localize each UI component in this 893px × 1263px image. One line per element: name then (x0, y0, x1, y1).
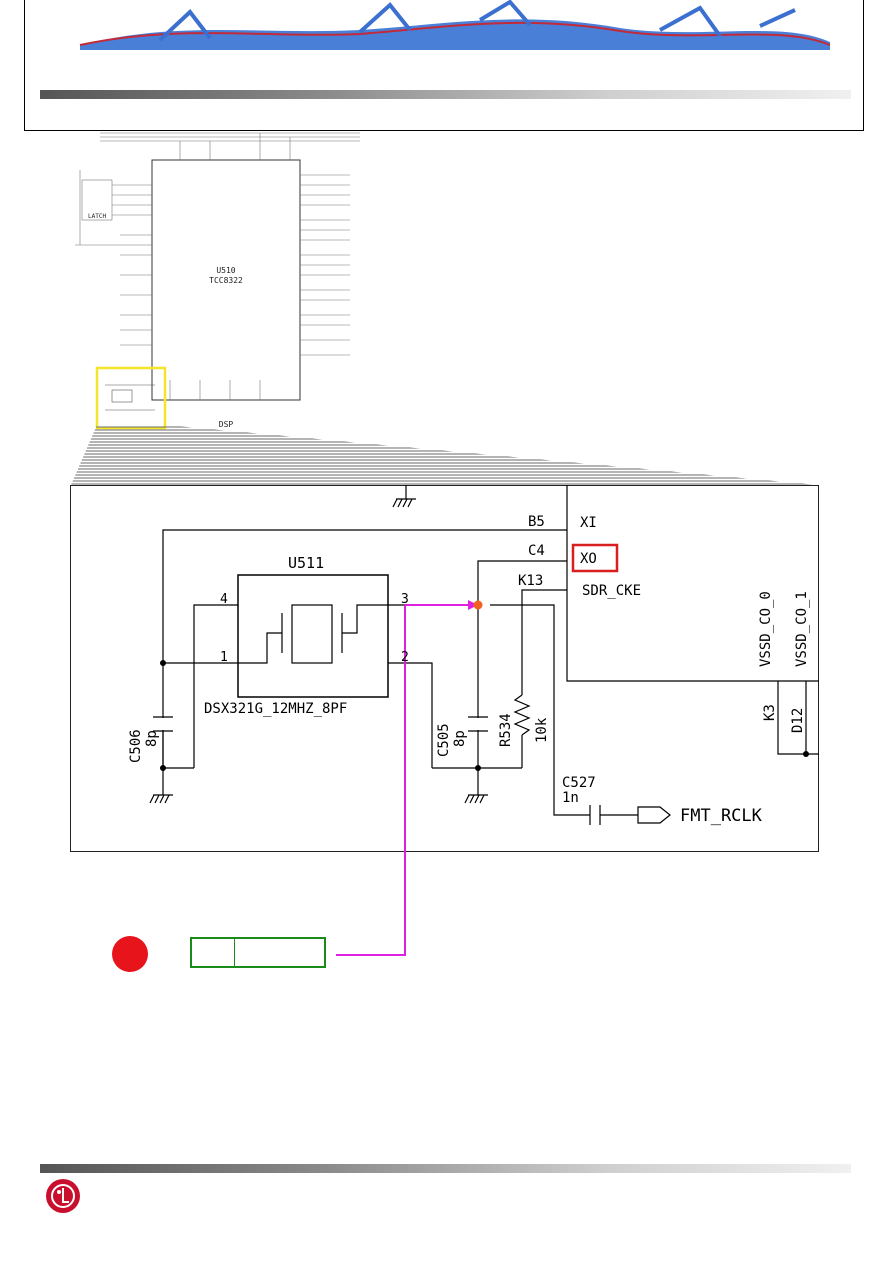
detail-schematic: U511 DSX321G_12MHZ_8PF 4 1 3 2 B5 XI C4 … (70, 485, 819, 853)
c527-ref-label: C527 (562, 775, 596, 791)
capacitor-c506 (149, 716, 194, 804)
overview-schematic: U510 TCC8322 LATCH DSP (75, 132, 360, 430)
footer-gradient-bar (40, 1164, 851, 1173)
c505-value-label: 8p (452, 730, 468, 747)
xo-highlight-box (571, 543, 619, 573)
pin-c4-label: C4 (528, 543, 545, 559)
pin-vssd0-label: VSSD_CO_0 (758, 591, 774, 667)
resistor-r534 (513, 694, 531, 736)
crystal-pin-3: 3 (401, 592, 409, 607)
probe-point (473, 600, 483, 610)
measurement-label-divider (234, 939, 235, 966)
c505-ref-label: C505 (436, 723, 452, 757)
pin-vssd1-label: VSSD_CO_1 (794, 591, 810, 667)
latch-label: LATCH (88, 213, 106, 220)
crystal-u511-body (237, 574, 389, 698)
dsp-block-label: DSP (219, 420, 234, 429)
highlight-region-box (95, 366, 167, 430)
pin-k3-label: K3 (762, 704, 778, 721)
crystal-pin-4: 4 (220, 592, 228, 607)
crystal-pin-1: 1 (220, 650, 228, 665)
chip-u510-body (151, 159, 301, 401)
zoom-projection-hatch (71, 425, 818, 485)
c527-value-label: 1n (562, 790, 579, 806)
lg-logo (46, 1179, 80, 1213)
test-point-marker-dot (112, 936, 148, 972)
r534-ref-label: R534 (498, 713, 514, 747)
c506-value-label: 8p (144, 730, 160, 747)
pin-xi-label: XI (580, 515, 597, 531)
crystal-ref-label: U511 (288, 554, 324, 572)
capacitor-c527 (490, 604, 671, 825)
pin-b5-label: B5 (528, 514, 545, 530)
chip-u510-ref: U510 (216, 266, 235, 275)
capacitor-c505 (432, 716, 522, 804)
pin-k13-label: K13 (518, 573, 543, 589)
fmt-rclk-net-label: FMT_RCLK (680, 806, 763, 826)
crystal-part-label: DSX321G_12MHZ_8PF (204, 701, 347, 717)
pin-xo-label: XO (580, 551, 597, 567)
header-decorative-banner (79, 0, 831, 50)
ground-symbol-top (392, 485, 416, 508)
pin-d12-label: D12 (790, 708, 806, 733)
pin-sdr-cke-label: SDR_CKE (582, 583, 641, 599)
probe-path (404, 604, 468, 853)
header-gradient-bar (40, 90, 851, 99)
detail-frame (70, 485, 819, 852)
chip-u510-part: TCC8322 (209, 276, 243, 285)
header-frame (24, 0, 864, 131)
probe-connector (336, 850, 406, 956)
c506-ref-label: C506 (128, 729, 144, 763)
r534-value-label: 10k (534, 717, 550, 743)
crystal-pin-2: 2 (401, 650, 409, 665)
measurement-label-box (190, 937, 326, 968)
